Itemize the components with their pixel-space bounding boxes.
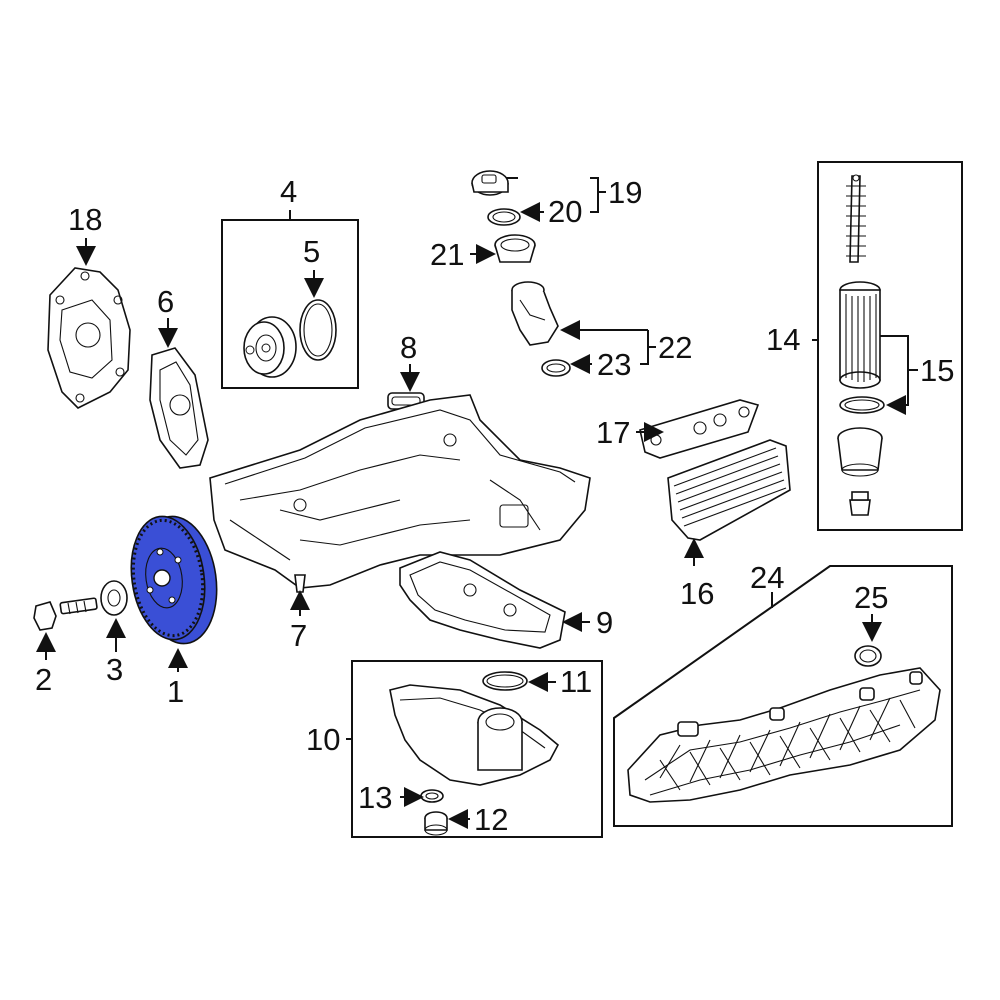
part-23-o-ring[interactable] xyxy=(541,359,571,377)
leader-lines xyxy=(36,177,918,829)
part-2-bolt[interactable] xyxy=(33,597,98,631)
callout-16[interactable]: 16 xyxy=(680,576,714,611)
part-18-cover-plate[interactable] xyxy=(47,267,131,409)
part-17-gasket[interactable] xyxy=(639,399,760,459)
part-9-pan-plate[interactable] xyxy=(399,551,566,649)
callout-20[interactable]: 20 xyxy=(548,194,582,229)
part-19-cap[interactable] xyxy=(471,170,509,196)
part-14-filter-housing-parts[interactable] xyxy=(837,174,883,516)
callout-3[interactable]: 3 xyxy=(106,652,123,687)
part-22-filler-tube[interactable] xyxy=(511,281,559,346)
callout-8[interactable]: 8 xyxy=(400,330,417,365)
callout-13[interactable]: 13 xyxy=(358,780,392,815)
callout-10[interactable]: 10 xyxy=(306,722,340,757)
part-16-oil-cooler[interactable] xyxy=(667,439,791,541)
part-20-seal[interactable] xyxy=(487,208,521,226)
callout-22[interactable]: 22 xyxy=(658,330,692,365)
callout-11[interactable]: 11 xyxy=(560,664,592,699)
group-box-24-25 xyxy=(613,565,953,827)
callout-23[interactable]: 23 xyxy=(597,347,631,382)
part-7-upper-oil-pan[interactable] xyxy=(209,394,591,593)
part-21-adapter[interactable] xyxy=(494,234,536,263)
part-10-lower-oil-pan[interactable] xyxy=(389,684,560,786)
callout-9[interactable]: 9 xyxy=(596,605,613,640)
part-25-seal[interactable] xyxy=(854,645,882,667)
callout-6[interactable]: 6 xyxy=(157,284,174,319)
part-15-filter-seal[interactable] xyxy=(839,396,885,414)
part-1-harmonic-balancer[interactable] xyxy=(124,511,225,648)
callout-25[interactable]: 25 xyxy=(854,580,888,615)
callout-12[interactable]: 12 xyxy=(474,802,508,837)
part-3-washer[interactable] xyxy=(100,580,128,616)
callout-7[interactable]: 7 xyxy=(290,618,307,653)
callout-4[interactable]: 4 xyxy=(280,174,297,209)
part-13-ring[interactable] xyxy=(420,789,444,803)
callout-14[interactable]: 14 xyxy=(766,322,800,357)
part-6-gasket[interactable] xyxy=(149,347,209,469)
callout-18[interactable]: 18 xyxy=(68,202,102,237)
callout-17[interactable]: 17 xyxy=(596,415,630,450)
callout-2[interactable]: 2 xyxy=(35,662,52,697)
part-4-cover-assembly[interactable] xyxy=(243,316,297,378)
part-12-drain-plug[interactable] xyxy=(424,811,448,836)
callout-1[interactable]: 1 xyxy=(167,674,184,709)
part-5-seal-ring[interactable] xyxy=(299,299,337,361)
part-11-seal[interactable] xyxy=(482,671,528,691)
callout-24[interactable]: 24 xyxy=(750,560,784,595)
callout-5[interactable]: 5 xyxy=(303,234,320,269)
callout-15[interactable]: 15 xyxy=(920,353,954,388)
callout-21[interactable]: 21 xyxy=(430,237,464,272)
part-24-intake-manifold[interactable] xyxy=(627,667,941,803)
callout-labels: 1 2 3 4 5 6 7 8 9 10 11 12 13 14 15 16 1… xyxy=(35,174,954,837)
group-box-10-13 xyxy=(351,660,603,838)
callout-19[interactable]: 19 xyxy=(608,175,642,210)
group-box-14-15 xyxy=(817,161,963,531)
